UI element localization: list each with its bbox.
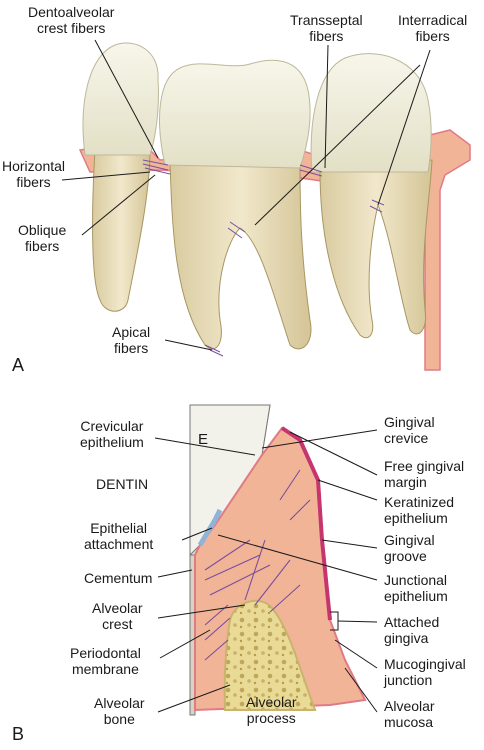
leader-oblique-2 — [254, 64, 421, 226]
leader-alveolar-bone — [157, 684, 231, 713]
leader-oblique — [81, 174, 156, 236]
tooth-molar-crown — [159, 59, 311, 169]
panel-a-leaders — [61, 39, 431, 351]
tooth-right-roots — [319, 159, 433, 339]
panel-letter-a: A — [12, 355, 25, 375]
leader-attached-gingiva — [337, 620, 378, 623]
leader-junctional — [217, 534, 378, 581]
epithelial-attachment-strip — [197, 508, 223, 547]
leader-gingival-groove — [321, 539, 378, 549]
leader-mucogingival — [334, 639, 378, 669]
leader-dentoalveolar — [94, 39, 159, 159]
leader-crevicular — [154, 437, 256, 456]
leader-apical — [164, 339, 213, 351]
fibers-a — [142, 159, 385, 357]
leader-alveolar-mucosa — [344, 667, 378, 713]
leader-gingival-crevice — [261, 429, 378, 449]
panel-b-leaders — [154, 429, 378, 713]
fibers-b — [204, 469, 311, 661]
leader-transseptal — [324, 44, 329, 169]
panel-a-drawing — [78, 42, 471, 371]
leader-periodontal — [159, 629, 211, 659]
label-dentin: DENTIN — [96, 476, 149, 492]
leader-epithelial-attachment — [181, 527, 213, 541]
leader-alveolar-crest — [157, 604, 246, 619]
label-cementum: Cementum — [84, 570, 153, 586]
leader-keratinized — [317, 479, 378, 501]
alveolar-bone-shape — [223, 599, 317, 711]
leader-free-gingival — [289, 431, 378, 476]
panel-letter-b: B — [12, 724, 25, 744]
leader-horizontal — [61, 171, 151, 181]
tooth-left-crown — [82, 42, 159, 156]
leader-interradical — [377, 49, 431, 206]
panel-b-drawing — [189, 404, 367, 716]
label-enamel: E — [198, 431, 209, 448]
tooth-molar-roots — [169, 159, 312, 350]
leader-cementum — [157, 569, 193, 578]
